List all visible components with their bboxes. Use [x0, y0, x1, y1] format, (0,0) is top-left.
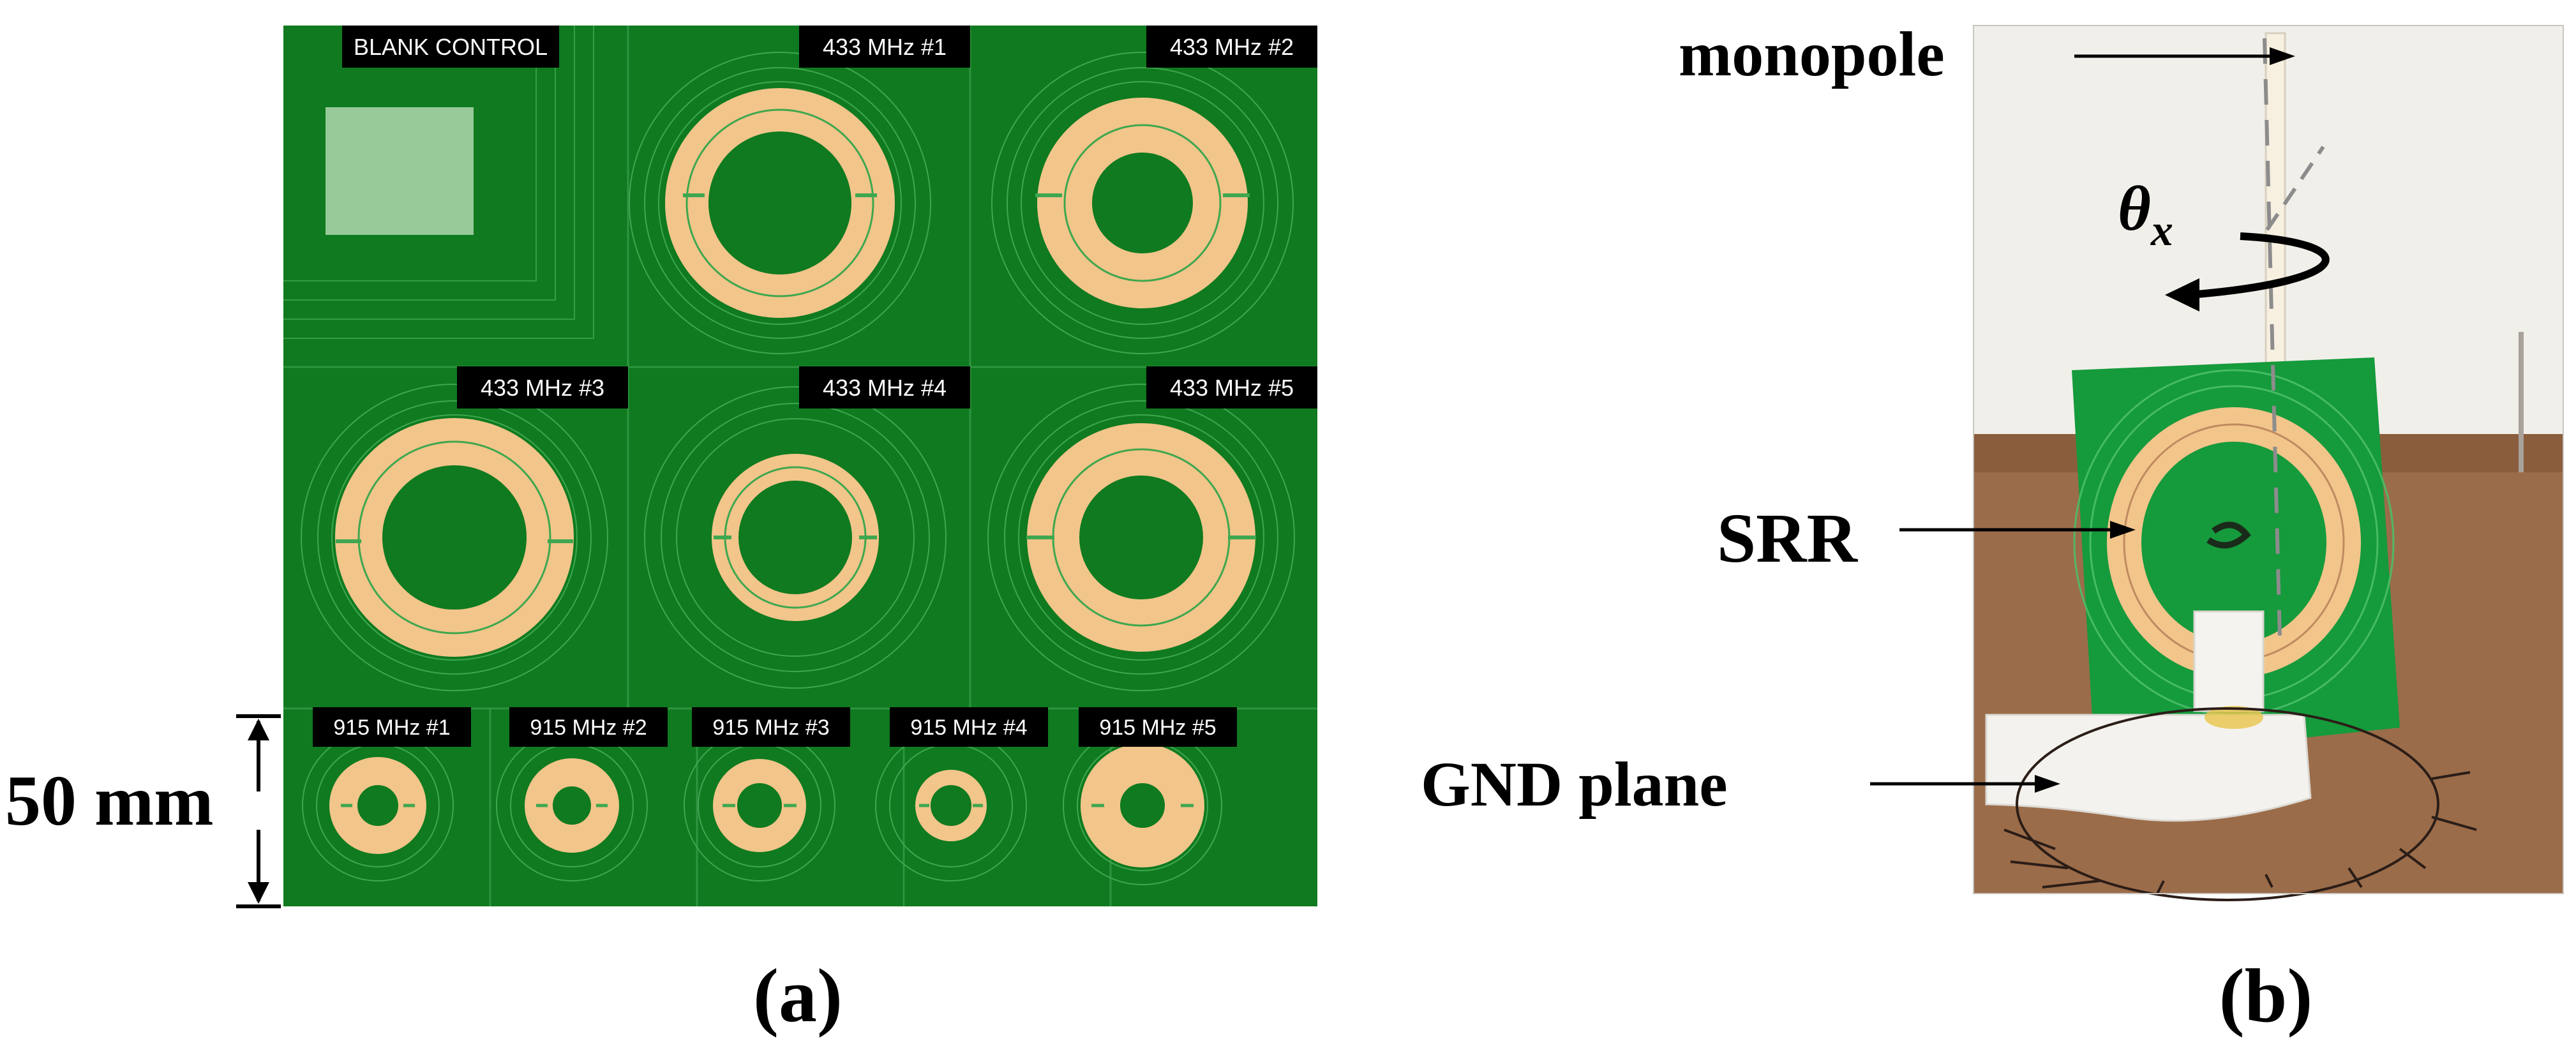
srr-433-1: [629, 52, 931, 354]
rotation-arrow: [2189, 232, 2330, 299]
foam-post: [2193, 610, 2265, 712]
svg-text:915 MHz #1: 915 MHz #1: [333, 716, 450, 740]
panel-a: BLANK CONTROL 433 MHz #1 433 MHz #2 433 …: [5, 26, 1317, 1038]
svg-text:433 MHz #3: 433 MHz #3: [481, 375, 604, 401]
svg-text:433 MHz #4: 433 MHz #4: [823, 375, 947, 401]
cell-label-433-4: 433 MHz #4: [799, 366, 970, 409]
angle-label: θx: [2118, 173, 2173, 255]
cell-label-915-3: 915 MHz #3: [692, 707, 850, 747]
photo: [1973, 25, 2564, 901]
pointer-srr-head: [2110, 521, 2136, 539]
panel-b-caption: (b): [2219, 953, 2313, 1038]
gnd-plane-lines: [2003, 707, 2477, 901]
foam-base: [1985, 714, 2312, 822]
srr-915-3: [684, 730, 835, 881]
cell-label-433-1: 433 MHz #1: [799, 26, 970, 68]
srr-433-2: [991, 52, 1294, 354]
cell-label-915-2: 915 MHz #2: [509, 707, 668, 747]
dimension-arrow-down: [248, 882, 269, 904]
svg-text:433 MHz #2: 433 MHz #2: [1170, 34, 1294, 60]
rotation-arrowhead: [2165, 278, 2199, 311]
cell-label-915-4: 915 MHz #4: [890, 707, 1048, 747]
pointer-monopole-head: [2270, 47, 2295, 65]
svg-text:915 MHz #5: 915 MHz #5: [1099, 716, 1216, 740]
dimension-arrow-up: [248, 719, 269, 740]
cell-label-915-1: 915 MHz #1: [313, 707, 471, 747]
cell-label-433-2: 433 MHz #2: [1146, 26, 1317, 68]
tilted-axis-dashed: [2265, 146, 2325, 231]
svg-text:915 MHz #2: 915 MHz #2: [530, 716, 647, 740]
dimension-marker: [236, 714, 281, 908]
blank-control-cell: [283, 26, 594, 339]
svg-text:915 MHz #3: 915 MHz #3: [712, 716, 829, 740]
cell-label-433-3: 433 MHz #3: [457, 366, 628, 409]
label-gnd-plane: GND plane: [1421, 749, 1728, 820]
svg-text:915 MHz #4: 915 MHz #4: [910, 716, 1027, 740]
vertical-axis-dashed: [2263, 38, 2282, 639]
srr-915-4: [875, 730, 1027, 881]
pointer-gnd-head: [2035, 775, 2060, 793]
label-srr: SRR: [1717, 499, 1859, 577]
panel-a-caption: (a): [753, 953, 842, 1038]
svg-text:433 MHz #1: 433 MHz #1: [823, 34, 947, 60]
blank-square: [326, 107, 474, 235]
panel-b: θx monopole SRR GND plane (b): [1421, 19, 2564, 1038]
cell-label-433-5: 433 MHz #5: [1146, 366, 1317, 409]
srr-433-3: [301, 384, 608, 691]
dimension-label: 50 mm: [5, 761, 214, 841]
label-monopole: monopole: [1679, 19, 1945, 89]
cell-label-blank-control: BLANK CONTROL: [342, 26, 559, 68]
cell-label-915-5: 915 MHz #5: [1079, 707, 1237, 747]
svg-text:BLANK CONTROL: BLANK CONTROL: [354, 34, 548, 60]
srr-433-4: [644, 386, 947, 689]
svg-text:433 MHz #5: 433 MHz #5: [1170, 375, 1294, 401]
srr-433-5: [987, 384, 1295, 691]
